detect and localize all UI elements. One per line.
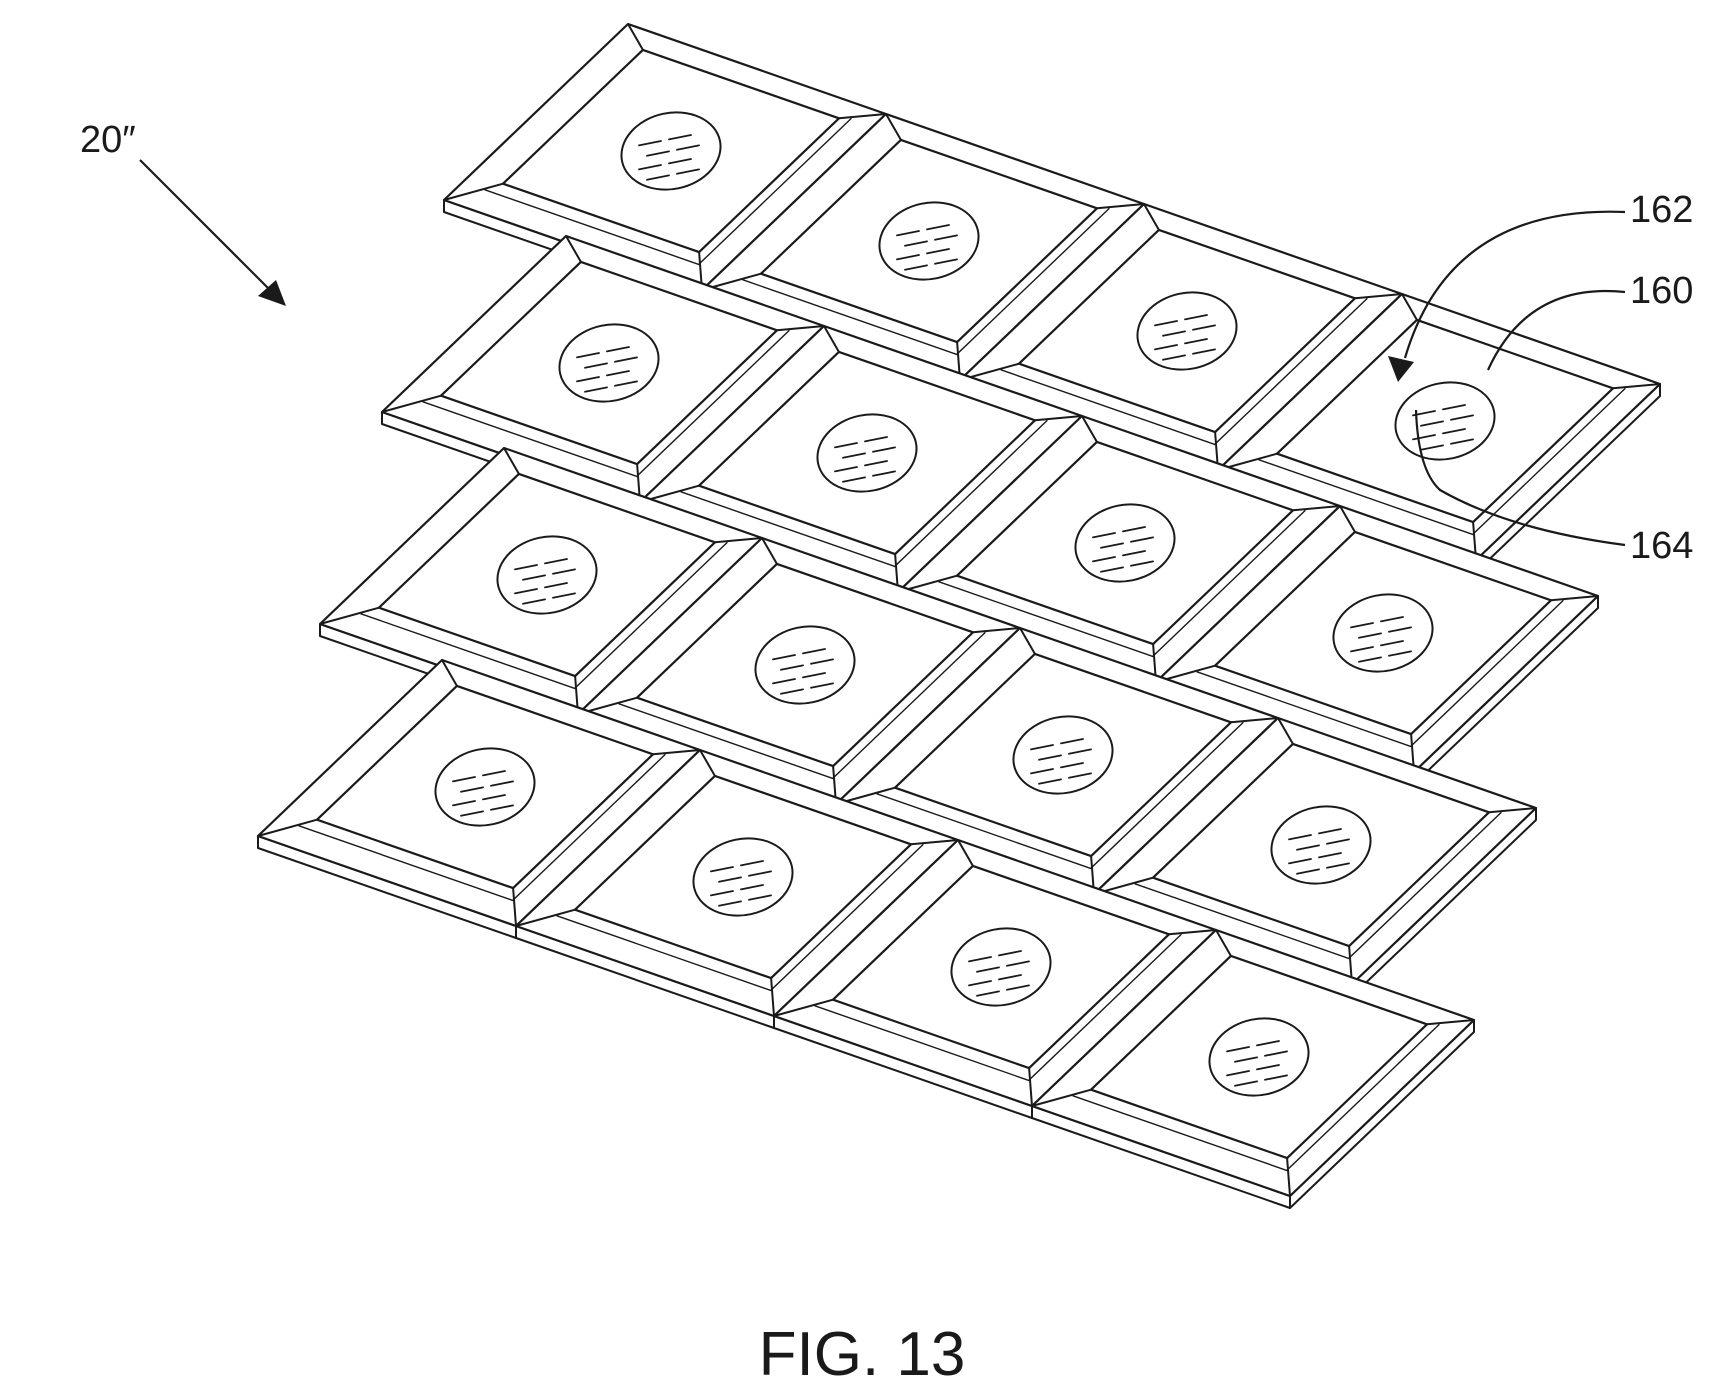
assembly-arrow-shaft bbox=[140, 160, 278, 298]
tile-array bbox=[258, 24, 1660, 1208]
callout-label-160: 160 bbox=[1630, 270, 1693, 312]
callout-label-162: 162 bbox=[1630, 189, 1693, 231]
assembly-reference: 20″ bbox=[80, 119, 286, 306]
assembly-label: 20″ bbox=[80, 119, 136, 161]
assembly-arrow-head bbox=[258, 280, 286, 306]
callout-label-164: 164 bbox=[1630, 525, 1693, 567]
figure-caption: FIG. 13 bbox=[759, 1320, 966, 1389]
